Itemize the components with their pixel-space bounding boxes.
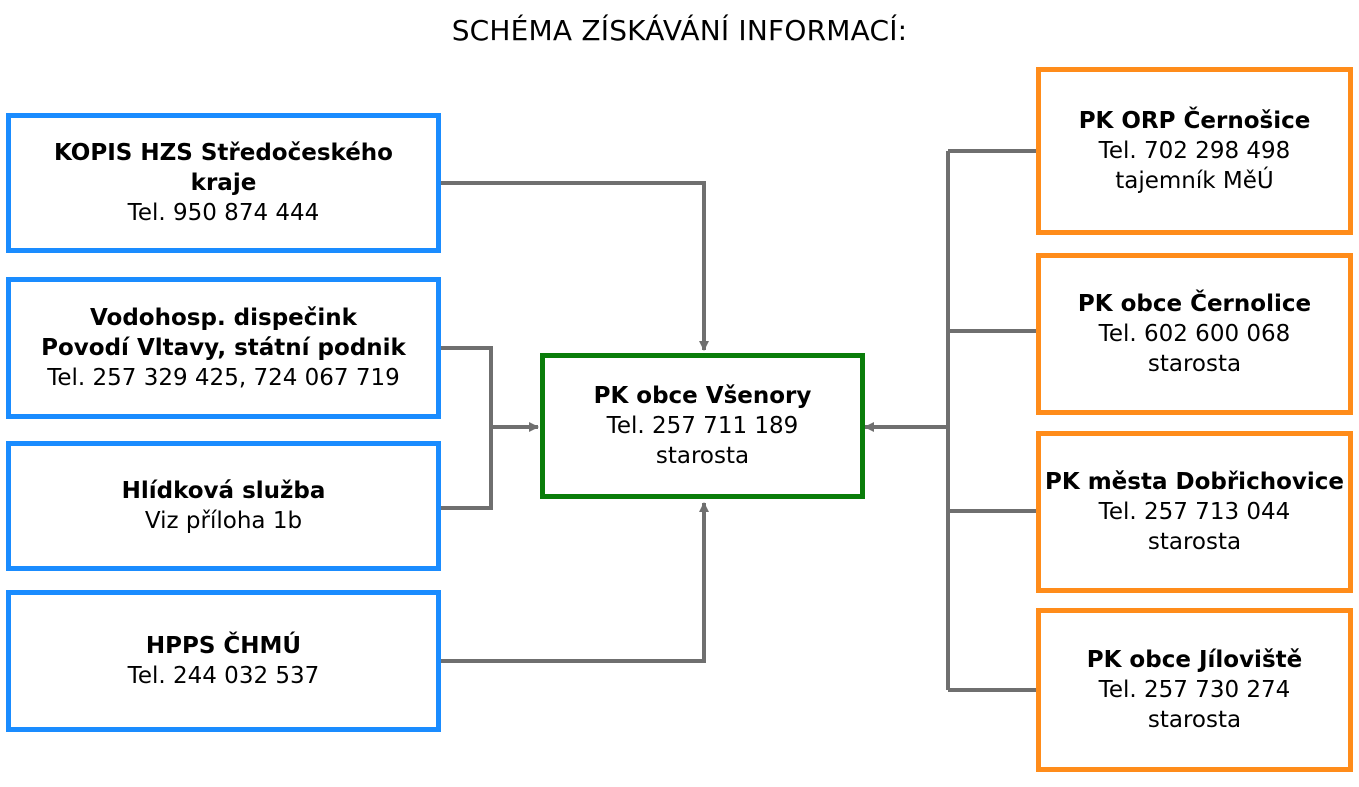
box-dobrichovice-name: PK města Dobřichovice (1045, 469, 1344, 495)
box-jiloviste-role: starosta (1147, 707, 1242, 733)
box-jiloviste-phone: Tel. 257 730 274 (1098, 677, 1291, 703)
box-jiloviste: PK obce Jíloviště Tel. 257 730 274 staro… (1036, 608, 1353, 772)
box-center-role: starosta (655, 443, 750, 469)
box-center-vsenory: PK obce Všenory Tel. 257 711 189 starost… (540, 353, 865, 499)
box-orp-phone: Tel. 702 298 498 (1098, 138, 1291, 164)
box-vodohosp-phone: Tel. 257 329 425, 724 067 719 (47, 365, 400, 391)
box-hpps-phone: Tel. 244 032 537 (127, 663, 320, 689)
diagram-title: SCHÉMA ZÍSKÁVÁNÍ INFORMACÍ: (451, 14, 908, 47)
box-dobrichovice-role: starosta (1147, 529, 1242, 555)
box-hlidkova-sluzba: Hlídková služba Viz příloha 1b (6, 441, 441, 571)
box-cernolice-name: PK obce Černolice (1077, 291, 1312, 317)
box-hpps-chmu: HPPS ČHMÚ Tel. 244 032 537 (6, 590, 441, 732)
box-jiloviste-name: PK obce Jíloviště (1086, 647, 1303, 673)
box-kopis-hzs: KOPIS HZS Středočeského kraje Tel. 950 8… (6, 113, 441, 253)
box-dobrichovice-phone: Tel. 257 713 044 (1098, 499, 1291, 525)
box-orp-cernosice: PK ORP Černošice Tel. 702 298 498 tajemn… (1036, 67, 1353, 235)
box-hlidkova-name: Hlídková služba (121, 478, 326, 504)
box-center-phone: Tel. 257 711 189 (606, 413, 799, 439)
box-cernolice-phone: Tel. 602 600 068 (1098, 321, 1291, 347)
box-orp-role: tajemník MěÚ (1115, 168, 1274, 194)
box-vodohosp-name-2: Povodí Vltavy, státní podnik (41, 335, 406, 361)
connector-kopis (441, 181, 709, 351)
box-vodohosp-dispecink: Vodohosp. dispečink Povodí Vltavy, státn… (6, 277, 441, 419)
box-hlidkova-note: Viz příloha 1b (144, 508, 303, 534)
box-kopis-phone: Tel. 950 874 444 (127, 200, 320, 226)
box-cernolice-role: starosta (1147, 351, 1242, 377)
box-dobrichovice: PK města Dobřichovice Tel. 257 713 044 s… (1036, 431, 1353, 593)
box-vodohosp-name-1: Vodohosp. dispečink (90, 305, 357, 331)
box-cernolice: PK obce Černolice Tel. 602 600 068 staro… (1036, 253, 1353, 415)
box-kopis-name-1: KOPIS HZS Středočeského (54, 140, 393, 166)
box-center-name: PK obce Všenory (593, 383, 812, 409)
connector-hpps (441, 502, 709, 663)
box-orp-name: PK ORP Černošice (1078, 108, 1311, 134)
connector-vodohosp (441, 346, 493, 510)
box-hpps-name: HPPS ČHMÚ (145, 633, 302, 659)
box-kopis-name-2: kraje (190, 170, 257, 196)
